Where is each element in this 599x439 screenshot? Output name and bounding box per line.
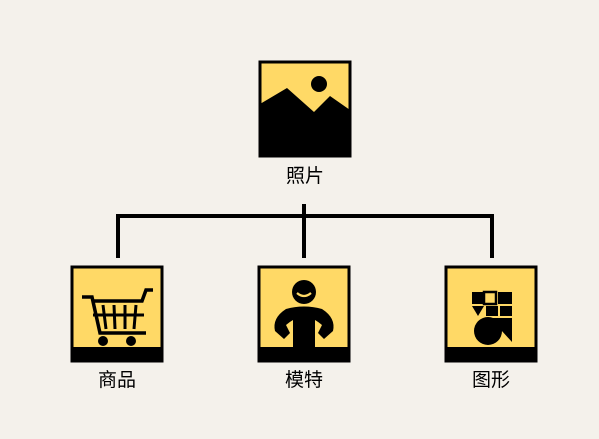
child-label-model: 模特 <box>284 369 323 391</box>
child-label-products: 商品 <box>97 369 136 391</box>
shopping-cart-icon <box>70 265 164 363</box>
child-node-products <box>70 265 164 363</box>
child-node-model <box>257 265 351 363</box>
person-model-icon <box>257 265 351 363</box>
child-node-graphics <box>444 265 538 363</box>
connector-lines <box>116 204 494 258</box>
geometric-shapes-icon <box>444 265 538 363</box>
root-node <box>258 60 352 158</box>
landscape-photo-icon <box>258 60 352 158</box>
root-label: 照片 <box>285 165 324 187</box>
child-label-graphics: 图形 <box>471 369 510 391</box>
